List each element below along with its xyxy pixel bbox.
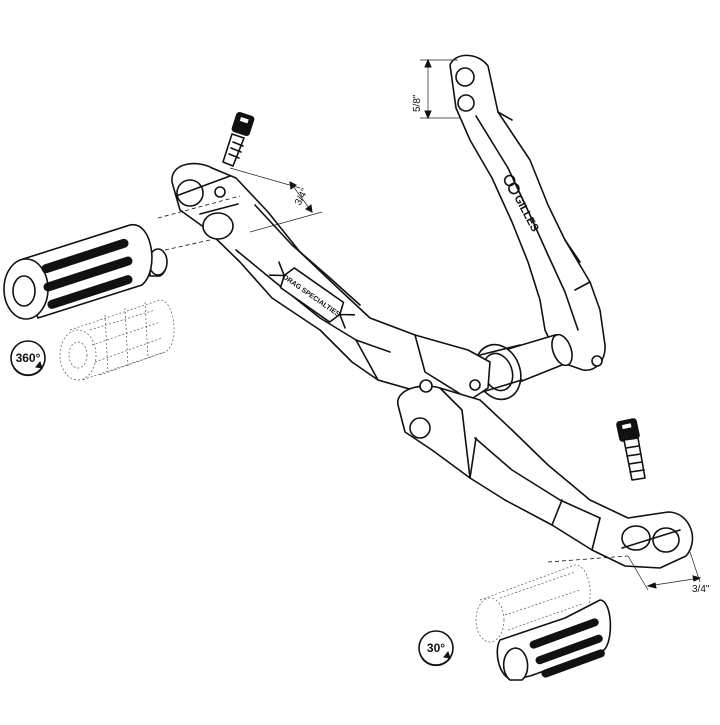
- dimension-lower-arm: 3/4": [547, 551, 710, 595]
- dimension-lower-arm-label: 3/4": [692, 584, 710, 595]
- dimension-top-arm: 5/8": [412, 58, 460, 120]
- lower-bolt: [616, 418, 646, 481]
- rotation-badge-30: 30°: [418, 630, 454, 667]
- upper-peg: [3, 224, 175, 381]
- upper-arm: DRAG SPECIALTIES: [171, 162, 491, 401]
- upper-bolt: [222, 111, 255, 167]
- rotation-badge-360: 360°: [10, 340, 46, 377]
- top-arm: GILLES: [449, 54, 606, 371]
- lower-peg: [475, 564, 612, 681]
- rotation-badge-30-label: 30°: [427, 641, 445, 655]
- dimension-top-arm-label: 5/8": [412, 94, 423, 112]
- rotation-badge-360-label: 360°: [16, 351, 41, 365]
- lower-arm: [397, 379, 694, 569]
